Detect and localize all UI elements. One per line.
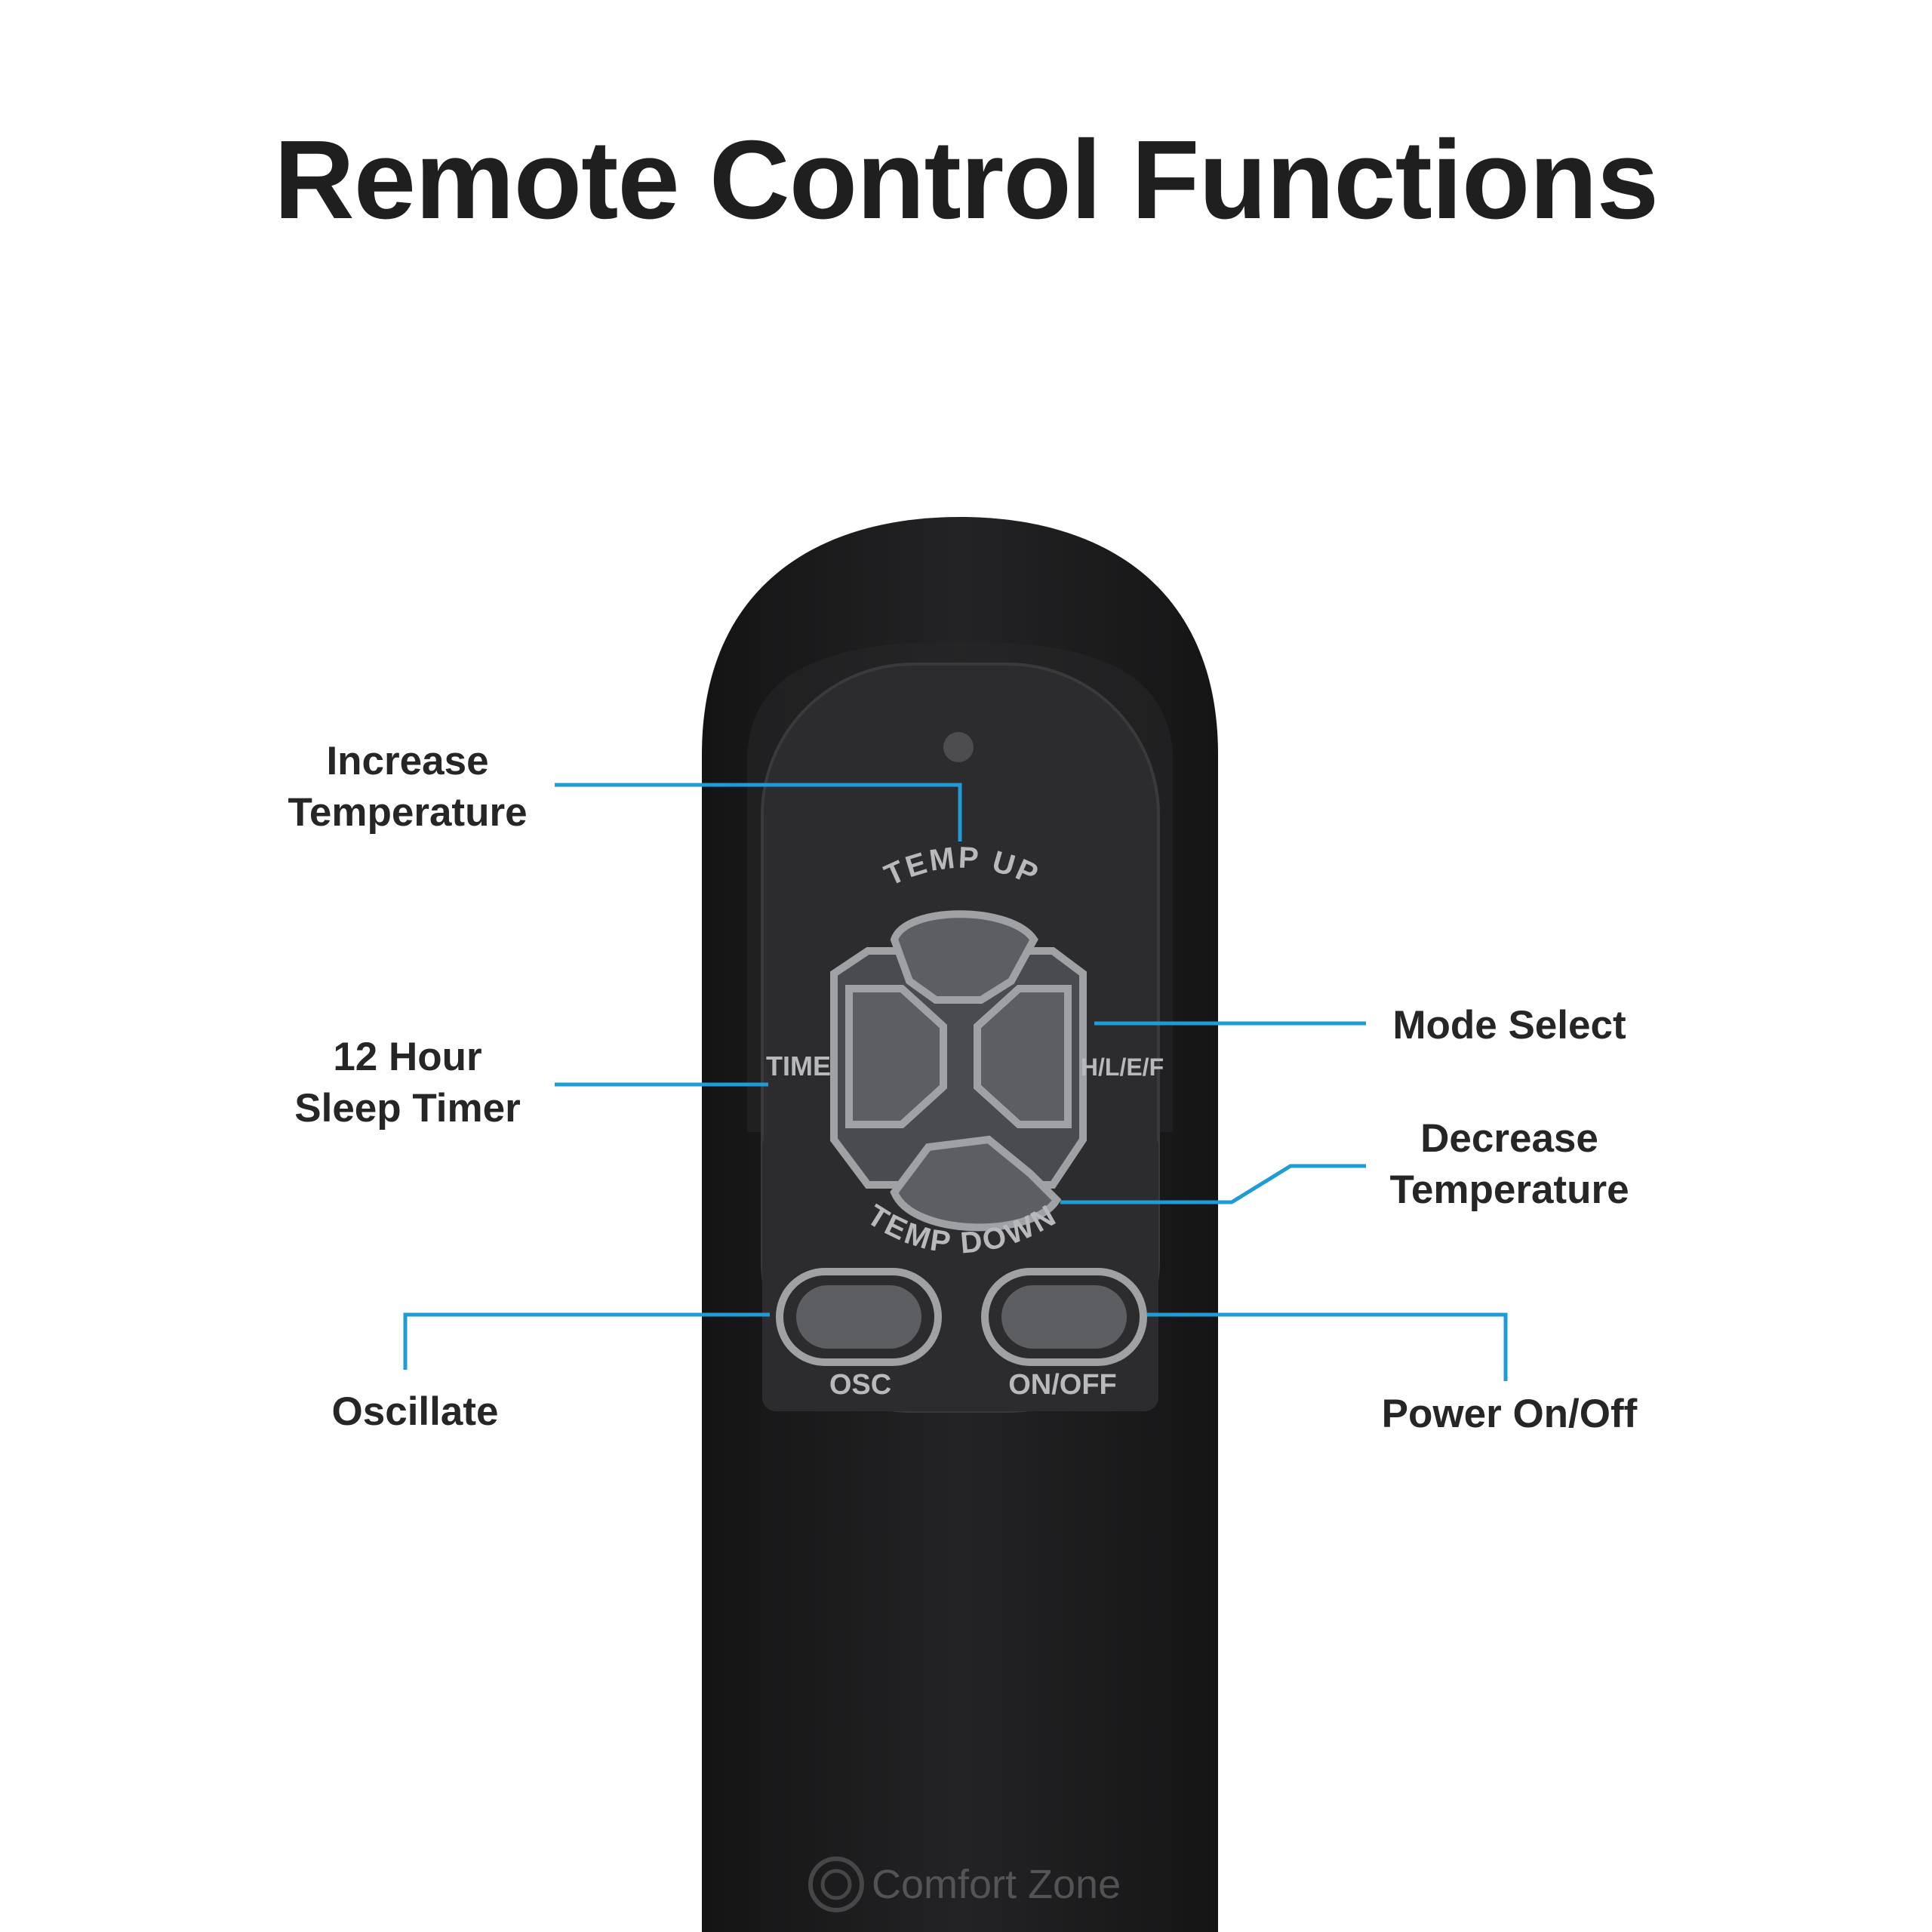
ir-led-indicator: [943, 732, 974, 762]
leader-decrease-temperature: [1060, 1164, 1366, 1204]
mode-select-button[interactable]: [974, 985, 1072, 1128]
osc-label: OSC: [829, 1369, 891, 1401]
brand-name: Comfort Zone: [872, 1862, 1121, 1907]
leader-oscillate: [403, 1312, 770, 1370]
power-button[interactable]: [1001, 1285, 1127, 1349]
comfort-zone-logo-icon: [808, 1857, 864, 1912]
mode-label: H/L/E/F: [1081, 1054, 1164, 1081]
page-title: Remote Control Functions: [273, 118, 1659, 242]
callout-power: Power On/Off: [1381, 1392, 1638, 1436]
time-label: TIME: [766, 1051, 831, 1081]
callout-oscillate: Oscillate: [331, 1389, 499, 1434]
callout-mode-select: Mode Select: [1392, 1003, 1626, 1048]
callout-decrease-temperature: Decrease Temperature: [1389, 1116, 1629, 1212]
temp-up-button[interactable]: [890, 910, 1038, 1004]
callout-increase-temperature: Increase Temperature: [288, 739, 528, 835]
power-label: ON/OFF: [1008, 1369, 1117, 1401]
callout-sleep-timer: 12 Hour Sleep Timer: [294, 1035, 521, 1131]
leader-increase-temperature: [555, 783, 962, 841]
osc-button[interactable]: [796, 1285, 921, 1349]
temp-down-button[interactable]: [890, 1135, 1062, 1232]
time-button[interactable]: [845, 985, 947, 1128]
leader-power: [1147, 1312, 1508, 1381]
